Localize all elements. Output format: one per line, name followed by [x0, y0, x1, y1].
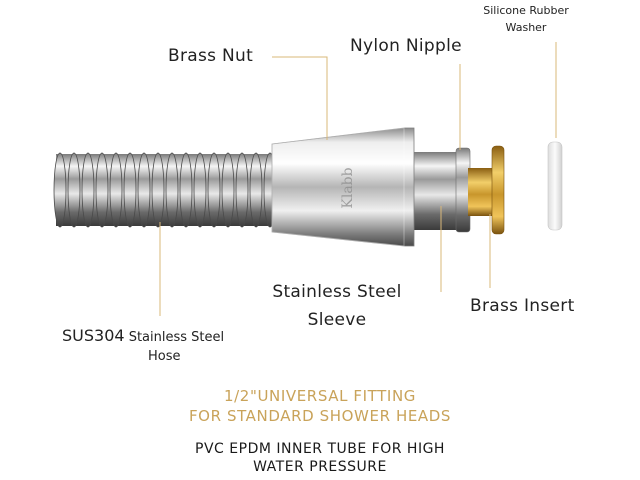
- hose-coil: [95, 152, 109, 228]
- caption-fitting-line1: 1/2"UNIVERSAL FITTING: [224, 387, 416, 405]
- label-hose-line2: Hose: [148, 349, 181, 364]
- hose-coil: [123, 152, 137, 228]
- hose-coil: [151, 152, 165, 228]
- stainless-steel-hose: [53, 152, 278, 228]
- label-stainless-sleeve-line1: Stainless Steel: [272, 282, 402, 302]
- brand-logo: Klabb: [340, 167, 356, 208]
- brass-insert: [468, 168, 496, 216]
- hose-coil: [165, 152, 179, 228]
- label-brass-insert: Brass Insert: [470, 296, 575, 316]
- hose-coil: [249, 152, 263, 228]
- hose-coil: [193, 152, 207, 228]
- hose-coil: [53, 152, 67, 228]
- hose-coil: [81, 152, 95, 228]
- label-hose: SUS304 Stainless Steel Hose: [62, 326, 224, 364]
- caption-tube-line2: WATER PRESSURE: [253, 459, 387, 475]
- label-silicone-washer-line2: Washer: [505, 21, 547, 34]
- hose-coil: [109, 152, 123, 228]
- label-hose-line1: SUS304 Stainless Steel: [62, 326, 224, 345]
- label-brass-nut: Brass Nut: [168, 46, 254, 66]
- hose-coil: [67, 152, 81, 228]
- label-stainless-sleeve-line2: Sleeve: [307, 310, 367, 330]
- silicone-rubber-washer: [547, 141, 563, 231]
- label-hose-code: SUS304: [62, 326, 125, 345]
- brass-nut: [271, 127, 415, 247]
- caption-fitting-line2: FOR STANDARD SHOWER HEADS: [188, 407, 452, 425]
- hose-coil: [235, 152, 249, 228]
- hose-coil: [137, 152, 151, 228]
- caption-tube-line1: PVC EPDM INNER TUBE FOR HIGH: [195, 441, 445, 457]
- label-stainless-sleeve: Stainless Steel Sleeve: [262, 282, 412, 330]
- hose-coil: [221, 152, 235, 228]
- label-silicone-washer-line1: Silicone Rubber: [483, 4, 569, 17]
- nylon-nipple: [455, 147, 471, 233]
- hose-coil: [207, 152, 221, 228]
- label-hose-rest: Stainless Steel: [124, 330, 225, 345]
- hose-coil: [179, 152, 193, 228]
- label-nylon-nipple: Nylon Nipple: [350, 36, 462, 56]
- leader-lines: [159, 42, 557, 316]
- label-silicone-washer: Silicone Rubber Washer: [466, 4, 586, 34]
